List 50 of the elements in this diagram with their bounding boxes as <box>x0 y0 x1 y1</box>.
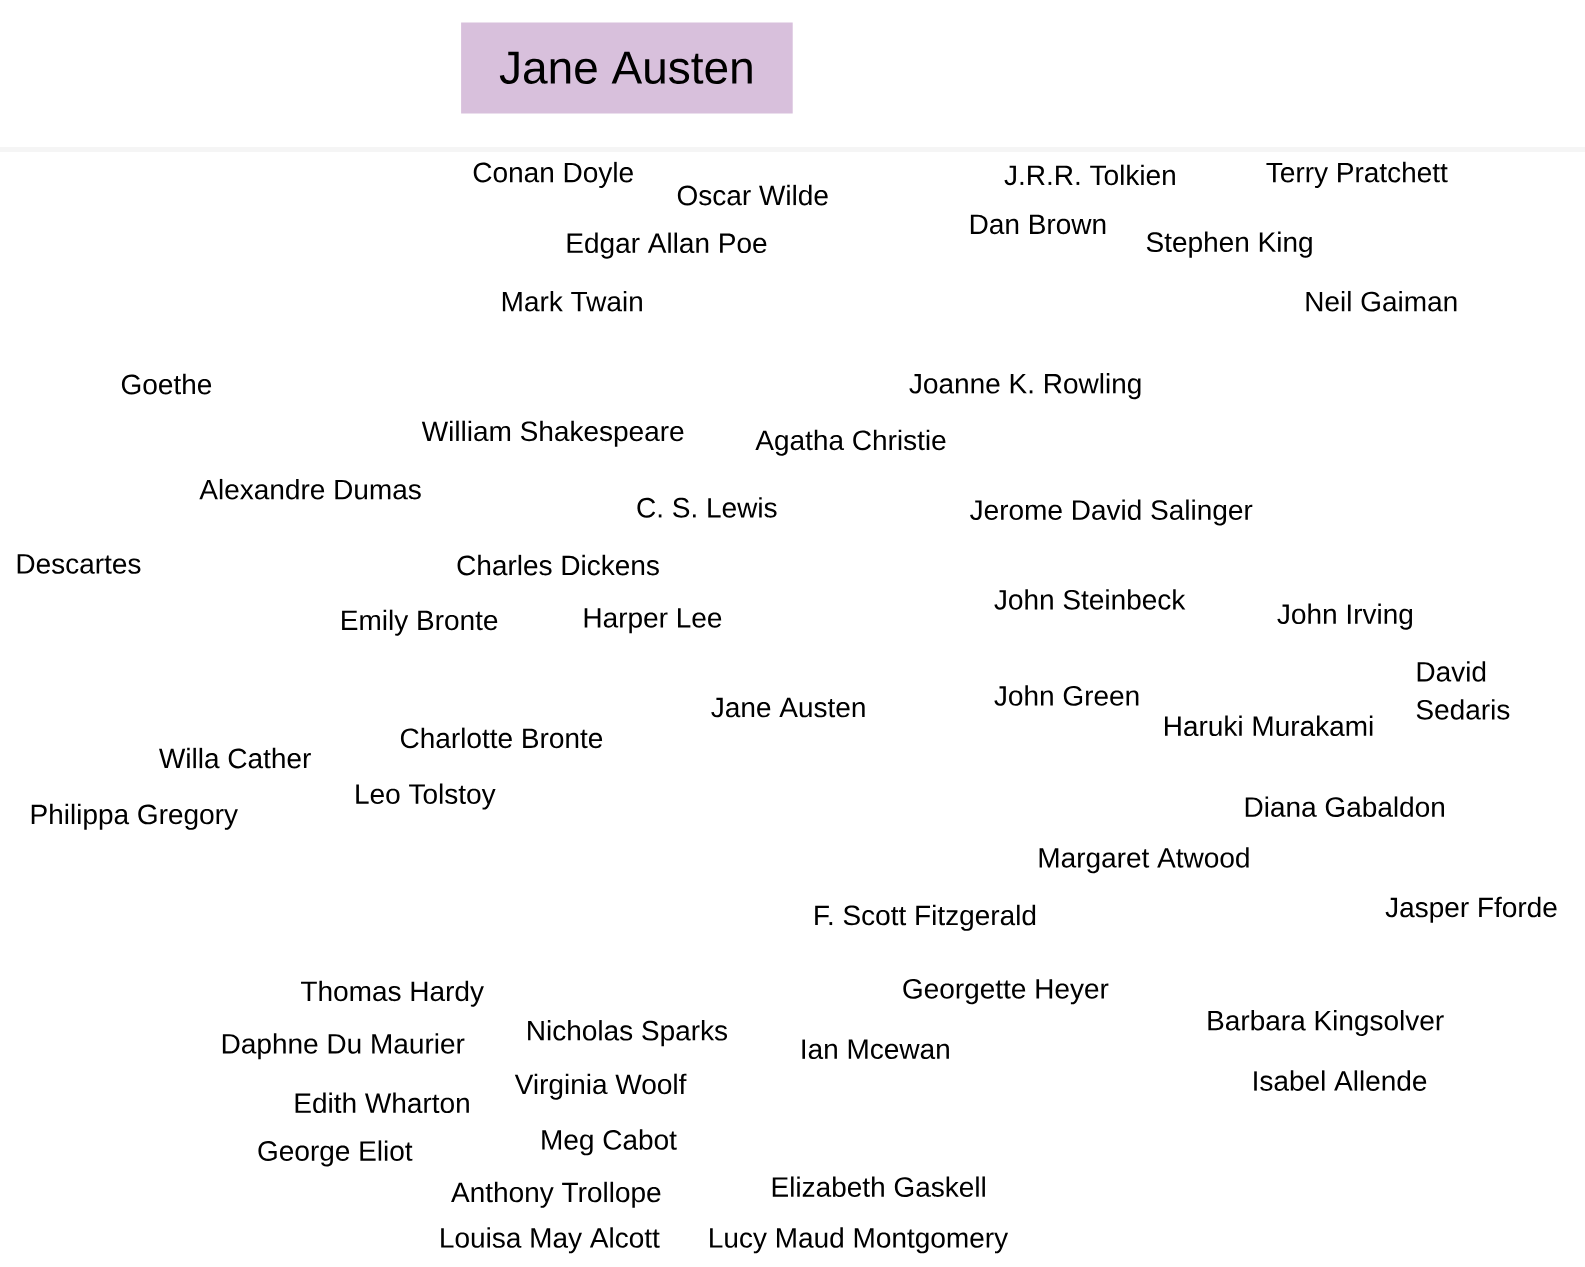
author-name: C. S. Lewis <box>637 497 777 518</box>
author-name: Daphne Du Maurier <box>222 1033 465 1060</box>
author-name: Diana Gabaldon <box>1245 796 1444 817</box>
author-name: Isabel Allende <box>1254 1070 1427 1091</box>
author-name: Harper Lee <box>584 608 722 634</box>
author-name: Edith Wharton <box>295 1092 469 1114</box>
author-name: Meg Cabot <box>542 1129 677 1156</box>
author-name: Stephen King <box>1146 231 1312 258</box>
author-name: Jerome David Salinger <box>970 499 1253 526</box>
author-name: Mark Twain <box>502 290 642 312</box>
author-name: Charles Dickens <box>457 554 659 576</box>
author-name: Margaret Atwood <box>1039 847 1249 874</box>
author-name: Descartes <box>17 554 141 574</box>
author-name: Joanne K. Rowling <box>909 373 1141 400</box>
author-name: David Sedaris <box>1416 661 1510 720</box>
author-name: J.R.R. Tolkien <box>1004 164 1175 186</box>
author-name: William Shakespeare <box>421 420 684 447</box>
author-name: Oscar Wilde <box>677 184 828 206</box>
author-name: George Eliot <box>258 1140 413 1167</box>
author-name: Neil Gaiman <box>1306 290 1457 312</box>
author-name: Leo Tolstoy <box>356 783 496 810</box>
author-name: Lucy Maud Montgomery <box>710 1227 1009 1254</box>
author-name: Ian Mcewan <box>802 1039 949 1060</box>
author-name: John Steinbeck <box>994 589 1186 610</box>
author-name: Alexandre Dumas <box>199 478 421 500</box>
author-name: Jasper Fforde <box>1385 896 1557 923</box>
author-name: Dan Brown <box>970 214 1106 235</box>
author-name: Elizabeth Gaskell <box>772 1176 985 1197</box>
author-name: Goethe <box>121 373 212 395</box>
author-name: F. Scott Fitzgerald <box>815 904 1036 931</box>
author-name: Anthony Trollope <box>451 1181 661 1208</box>
author-name: Philippa Gregory <box>31 803 238 830</box>
author-name: Jane Austen <box>711 697 865 718</box>
author-name: Thomas Hardy <box>301 980 484 1007</box>
author-name: John Irving <box>1277 603 1413 630</box>
author-name: Haruki Murakami <box>1165 715 1373 737</box>
author-name: Barbara Kingsolver <box>1208 1009 1444 1037</box>
author-name: Charlotte Bronte <box>400 727 603 749</box>
author-name: Virginia Woolf <box>514 1073 687 1100</box>
author-name: Terry Pratchett <box>1266 161 1448 188</box>
author-name: Agatha Christie <box>755 429 946 456</box>
author-name: Edgar Allan Poe <box>567 232 767 259</box>
author-name: Emily Bronte <box>342 609 498 636</box>
search-term-box: Jane Austen <box>461 22 793 114</box>
author-name: Conan Doyle <box>473 161 633 188</box>
author-name: Louisa May Alcott <box>441 1227 660 1254</box>
author-name: John Green <box>994 685 1139 706</box>
author-name: Georgette Heyer <box>903 978 1109 1005</box>
author-name: Nicholas Sparks <box>528 1020 728 1047</box>
author-name: Willa Cather <box>159 747 311 769</box>
